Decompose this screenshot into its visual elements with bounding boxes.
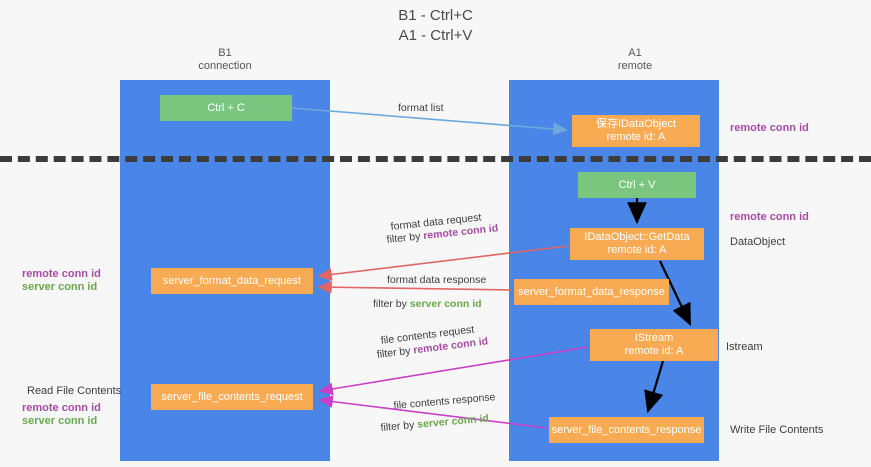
edge-label-format-data-response: format data response [387,273,486,287]
node-idataobject-line-2: remote id: A [606,131,666,143]
column-header-a1: A1 remote [560,47,710,73]
side-label-left-conn-ids-bottom: remote conn id server conn id [22,402,101,428]
phase-divider [0,156,871,162]
column-header-b1: B1 connection [150,47,300,73]
edge-label-format-list-text: format list [398,102,444,114]
node-ctrl-c-label: Ctrl + C [207,101,245,114]
side-label-write-file-contents: Write File Contents [730,424,824,436]
edge-label-file-contents-response: file contents response [393,390,496,413]
left-server-conn-id-mid: server conn id [22,281,98,293]
node-ctrl-c[interactable]: Ctrl + C [160,95,292,121]
side-label-remote-conn-id-mid: remote conn id [730,211,809,223]
node-server-file-contents-response[interactable]: server_file_contents_response [549,417,704,443]
filter-prefix: filter by [376,344,415,361]
node-ctrl-v[interactable]: Ctrl + V [578,172,696,198]
filter-prefix: filter by [380,418,418,434]
column-header-b1-role: connection [198,60,252,72]
node-ctrl-v-label: Ctrl + V [618,178,656,191]
node-server-file-contents-request[interactable]: server_file_contents_request [151,384,313,410]
filter-prefix: filter by [373,298,410,310]
side-label-read-file-contents: Read File Contents [27,385,122,397]
edge-label-format-data-response-text: format data response [387,274,487,286]
filter-prefix: filter by [386,230,424,246]
node-server-file-contents-request-label: server_file_contents_request [161,390,303,403]
arrow-format-data-response [317,280,513,294]
node-server-format-data-response-label: server_format_data_response [518,285,665,298]
node-istream[interactable]: IStream remote id: A [590,329,718,361]
filter-key-server-conn-id: server conn id [416,412,490,431]
side-label-istream: Istream [726,341,763,353]
left-remote-conn-id-mid: remote conn id [22,268,101,280]
side-label-remote-conn-id-top: remote conn id [730,122,809,134]
column-header-a1-role: remote [617,60,653,72]
node-server-format-data-request-label: server_format_data_request [162,274,302,287]
column-header-b1-name: B1 [218,47,232,59]
node-idataobject-line-1: 保存IDataObject [595,118,677,130]
column-header-a1-name: A1 [628,47,642,59]
node-idataobject[interactable]: 保存IDataObject remote id: A [572,115,700,147]
node-server-format-data-request[interactable]: server_format_data_request [151,268,313,294]
side-label-dataobject: DataObject [730,236,786,248]
title-line-1: B1 - Ctrl+C [398,7,473,24]
edge-label-format-list: format list [398,101,444,115]
node-idataobject-getdata[interactable]: IDataObject::GetData remote id: A [570,228,704,260]
node-server-format-data-response[interactable]: server_format_data_response [514,279,669,305]
node-istream-line-2: remote id: A [624,345,684,357]
filter-key-server-conn-id: server conn id [409,298,482,310]
left-remote-conn-id-bottom: remote conn id [22,402,101,414]
node-istream-line-1: IStream [634,332,674,344]
title-line-2: A1 - Ctrl+V [398,27,473,44]
node-server-file-contents-response-label: server_file_contents_response [551,423,702,436]
edge-label-format-data-response-filter: filter by server conn id [373,297,482,311]
edge-label-file-contents-response-text: file contents response [393,391,496,412]
node-getdata-line-1: IDataObject::GetData [584,231,690,243]
side-label-left-conn-ids-mid: remote conn id server conn id [22,268,101,294]
left-server-conn-id-bottom: server conn id [22,415,98,427]
page-title: B1 - Ctrl+C A1 - Ctrl+V [0,6,871,46]
node-getdata-line-2: remote id: A [607,244,667,256]
edge-label-file-contents-response-filter: filter by server conn id [380,412,489,435]
